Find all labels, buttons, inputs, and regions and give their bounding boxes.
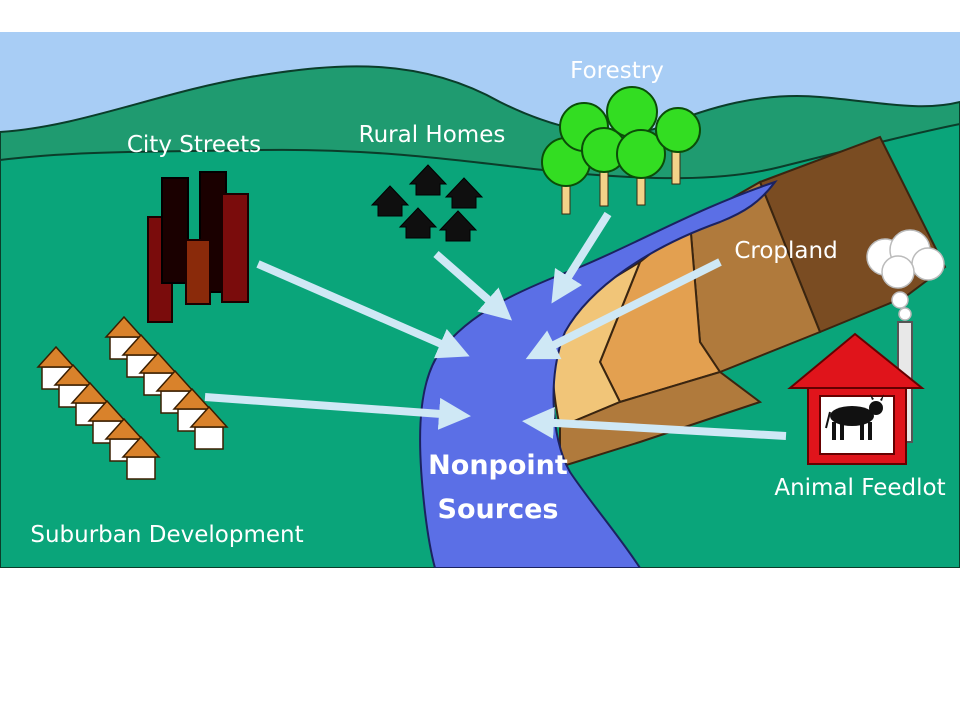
nonpoint-sources-diagram: City Streets Rural Homes Forestry Cropla… [0, 32, 960, 568]
rural-home [370, 185, 410, 217]
smoke-puff [881, 255, 915, 289]
arrow-city-streets [256, 260, 470, 359]
smoke-puff [891, 291, 909, 309]
arrow-rural-homes [433, 250, 513, 321]
suburban-house [189, 405, 229, 450]
smoke-puff [911, 247, 945, 281]
rural-home [408, 164, 448, 196]
suburban-development-label: Suburban Development [30, 522, 303, 548]
arrow-cropland [525, 258, 722, 360]
tree-crown [606, 86, 658, 138]
rural-home [444, 177, 484, 209]
animal-feedlot-label: Animal Feedlot [774, 475, 945, 501]
city-streets-label: City Streets [127, 132, 261, 158]
cropland-label: Cropland [734, 238, 837, 264]
building [161, 177, 189, 284]
building [221, 193, 249, 303]
title-line-2: Sources [438, 494, 559, 525]
arrow-suburban [204, 393, 471, 430]
runoff-arrows [204, 211, 787, 440]
suburban-house [121, 435, 161, 480]
smoke-puff [898, 307, 912, 321]
rural-home [398, 207, 438, 239]
cow-icon [825, 394, 884, 440]
tree-crown [655, 107, 701, 153]
rural-homes-label: Rural Homes [359, 122, 506, 148]
arrow-feedlot [522, 406, 787, 440]
rural-homes [370, 164, 484, 242]
title-line-1: Nonpoint [428, 450, 568, 481]
forestry-trees [541, 86, 701, 215]
animal-feedlot-barn [787, 229, 945, 465]
forestry-label: Forestry [570, 58, 664, 84]
city-streets-buildings [147, 171, 249, 323]
arrow-forestry [551, 211, 612, 304]
suburban-house [36, 345, 76, 390]
building [185, 239, 211, 305]
suburban-houses [36, 315, 229, 480]
rural-home [438, 210, 478, 242]
tree-crown [616, 129, 666, 179]
